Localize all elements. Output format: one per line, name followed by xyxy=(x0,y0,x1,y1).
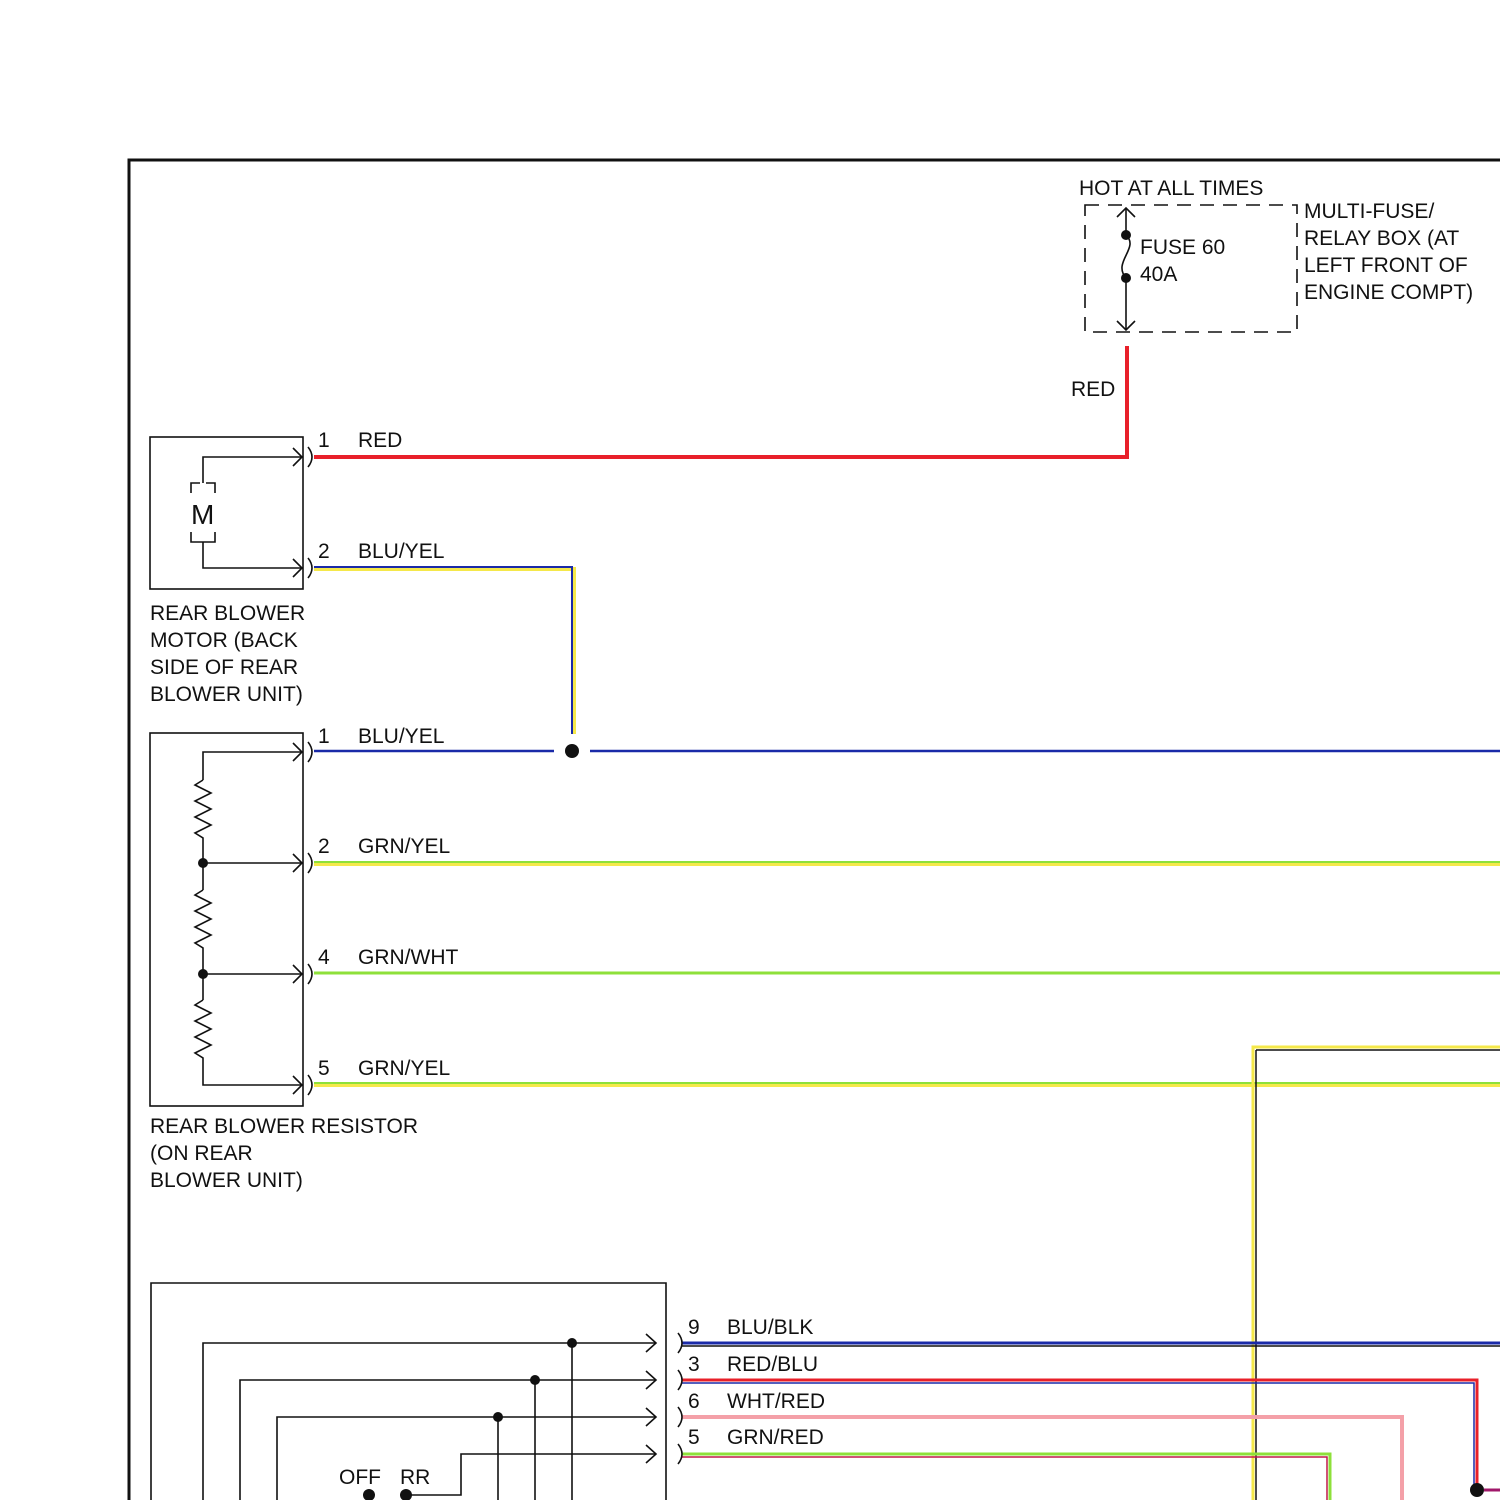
motor-icon xyxy=(191,483,200,493)
switch-pin-9-number: 9 xyxy=(688,1316,700,1339)
motor-label-line-4: BLOWER UNIT) xyxy=(150,683,303,706)
switch-position-off: OFF xyxy=(339,1466,381,1489)
resistor-icon xyxy=(195,780,211,890)
fuse-icon xyxy=(1122,235,1130,278)
motor-label-line-2: MOTOR (BACK xyxy=(150,629,298,652)
switch-pin-5-number: 5 xyxy=(688,1426,700,1449)
fuse-name: FUSE 60 xyxy=(1140,236,1225,259)
rear-blower-switch: OFF RR 9 BLU/BLK 3 RED/BLU 6 WHT/RED 5 G… xyxy=(151,1283,825,1500)
motor-label-line-1: REAR BLOWER xyxy=(150,602,305,625)
resistor-label-line-2: (ON REAR xyxy=(150,1142,253,1165)
feed-wire-color-label: RED xyxy=(1071,378,1115,401)
resistor-icon xyxy=(195,1000,303,1085)
switch-pin-5-wire: GRN/RED xyxy=(727,1426,824,1449)
resistor-pin-1-wire: BLU/YEL xyxy=(358,725,444,748)
motor-symbol: M xyxy=(191,499,214,530)
wires: RED xyxy=(314,346,1500,1500)
motor-box xyxy=(150,437,303,589)
fuse-box-label-line-1: MULTI-FUSE/ xyxy=(1304,200,1434,223)
switch-contact-off xyxy=(363,1489,375,1500)
resistor-box xyxy=(150,733,303,1106)
rear-blower-resistor: 1 BLU/YEL 2 GRN/YEL 4 GRN/WHT 5 GRN/YEL … xyxy=(150,725,458,1192)
fuse-box-dashed-outline xyxy=(1085,205,1297,332)
resistor-pin-5-wire: GRN/YEL xyxy=(358,1057,450,1080)
fuse-box-label-line-4: ENGINE COMPT) xyxy=(1304,281,1473,304)
resistor-pin-5-number: 5 xyxy=(318,1057,330,1080)
resistor-pin-4-wire: GRN/WHT xyxy=(358,946,458,969)
wire-yellow-loop xyxy=(1253,1047,1500,1500)
motor-pin-2-number: 2 xyxy=(318,540,330,563)
fuse-box-label-line-3: LEFT FRONT OF xyxy=(1304,254,1468,277)
motor-pin-1-wire: RED xyxy=(358,429,402,452)
switch-pin-3-wire: RED/BLU xyxy=(727,1353,818,1376)
wire-red-feed xyxy=(314,346,1127,457)
switch-pin-3-number: 3 xyxy=(688,1353,700,1376)
wire-grn-red-pin5 xyxy=(682,1454,1330,1500)
resistor-pin-4-number: 4 xyxy=(318,946,330,969)
resistor-icon xyxy=(195,890,211,1000)
hot-at-all-times-label: HOT AT ALL TIMES xyxy=(1079,177,1263,200)
motor-pin-2-wire: BLU/YEL xyxy=(358,540,444,563)
splice-point-bottom xyxy=(1470,1483,1484,1497)
resistor-pin-2-wire: GRN/YEL xyxy=(358,835,450,858)
fuse-rating: 40A xyxy=(1140,263,1177,286)
switch-position-rr: RR xyxy=(400,1466,430,1489)
splice-point xyxy=(565,744,579,758)
switch-pin-9-wire: BLU/BLK xyxy=(727,1316,813,1339)
resistor-label-line-1: REAR BLOWER RESISTOR xyxy=(150,1115,418,1138)
wire-blu-yel-motor-yellow xyxy=(314,569,574,734)
motor-label-line-3: SIDE OF REAR xyxy=(150,656,298,679)
wire-blu-yel-motor-blue xyxy=(314,567,572,734)
resistor-pin-1-number: 1 xyxy=(318,725,330,748)
resistor-pin-2-number: 2 xyxy=(318,835,330,858)
diagram-frame xyxy=(129,160,1500,1500)
motor-pin-1-number: 1 xyxy=(318,429,330,452)
resistor-label-line-3: BLOWER UNIT) xyxy=(150,1169,303,1192)
multi-fuse-relay-box: HOT AT ALL TIMES FUSE 60 40A MULTI-FUSE/… xyxy=(1079,177,1473,332)
switch-contact-rr xyxy=(400,1489,412,1500)
switch-pin-6-wire: WHT/RED xyxy=(727,1390,825,1413)
fuse-box-label-line-2: RELAY BOX (AT xyxy=(1304,227,1459,250)
switch-pin-6-number: 6 xyxy=(688,1390,700,1413)
